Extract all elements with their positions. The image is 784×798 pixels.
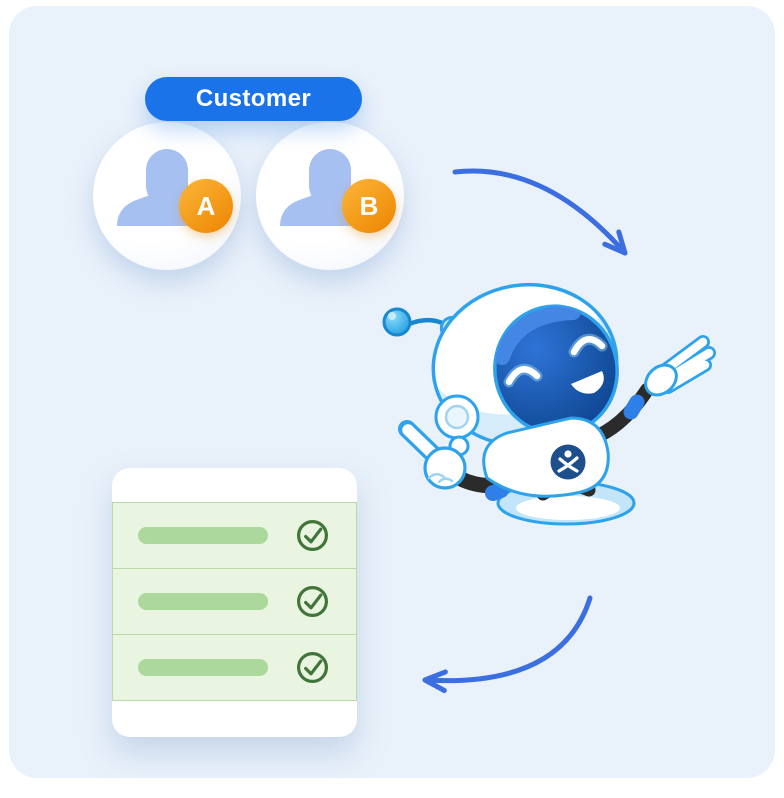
check-circle-icon bbox=[296, 585, 329, 618]
row-text-placeholder bbox=[138, 659, 268, 676]
checklist-row bbox=[112, 502, 357, 569]
pointing-hand-icon bbox=[398, 420, 470, 490]
checklist-rows bbox=[112, 502, 357, 701]
customer-label: Customer bbox=[195, 85, 312, 112]
checklist-row bbox=[112, 568, 357, 635]
avatar-customer-b: B bbox=[256, 122, 404, 270]
avatar-customer-a: A bbox=[93, 122, 241, 270]
badge-a-label: A bbox=[196, 190, 216, 221]
smile-mouth-icon bbox=[571, 371, 604, 394]
customer-label-pill: Customer bbox=[145, 77, 362, 121]
badge-a: A bbox=[179, 179, 233, 233]
check-circle-icon bbox=[296, 519, 329, 552]
robot-mascot-illustration bbox=[382, 272, 716, 526]
robot-face bbox=[493, 304, 619, 436]
row-text-placeholder bbox=[138, 527, 268, 544]
checklist-card bbox=[112, 468, 357, 737]
robot-body bbox=[482, 416, 610, 498]
badge-b-label: B bbox=[359, 190, 379, 221]
happy-eyes-icon bbox=[503, 333, 608, 388]
checklist-row bbox=[112, 634, 357, 701]
row-text-placeholder bbox=[138, 593, 268, 610]
badge-b: B bbox=[342, 179, 396, 233]
chest-logo-icon bbox=[550, 444, 586, 480]
open-palm-hand-icon bbox=[644, 335, 716, 397]
check-circle-icon bbox=[296, 651, 329, 684]
